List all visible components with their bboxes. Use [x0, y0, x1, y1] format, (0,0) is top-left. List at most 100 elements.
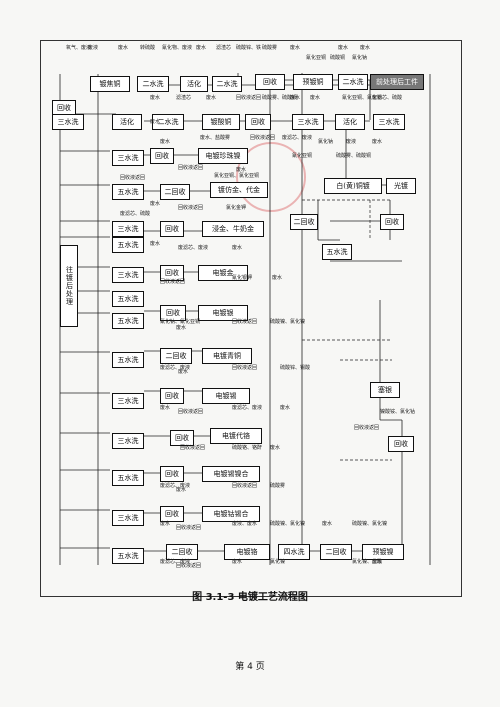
flow-note: 滤渣芯 [216, 45, 232, 51]
flow-note: 废滤芯、废液 [160, 559, 191, 565]
flow-note: 硫酸镍、氯化镍 [270, 319, 306, 325]
flow-note: 回收液返回 [160, 279, 186, 285]
process-box-r3: 回收 [245, 114, 271, 130]
process-box-s3a: 三水洗 [52, 114, 84, 130]
flow-note: 废水 [310, 95, 321, 101]
flow-note: 硫酸锌、锡酸 [280, 365, 311, 371]
flow-note: 回收液返回 [180, 445, 206, 451]
flow-note: 废水 [118, 45, 129, 51]
process-box-pcu: 预镀铜 [293, 74, 333, 90]
process-box-epcr: 电镀代铬 [210, 428, 262, 444]
process-box-s5a: 五水洗 [112, 184, 144, 200]
flow-note: 回收液返回 [176, 563, 202, 569]
flow-note: 废滤芯、废液 [160, 483, 191, 489]
flow-note: 回收液返回 [232, 319, 258, 325]
flow-note: 废水 [236, 167, 247, 173]
flow-note: 废滤芯、废液 [232, 405, 263, 411]
process-box-post: 往镀后处理 [60, 245, 78, 327]
process-box-preni: 预镀镍 [362, 544, 404, 560]
flow-note: 氰化物、废液 [162, 45, 193, 51]
process-box-s5f: 五水洗 [112, 352, 144, 368]
process-box-s5h: 五水洗 [112, 548, 144, 564]
flow-note: 废液 [88, 45, 99, 51]
process-box-s5g: 五水洗 [112, 470, 144, 486]
flow-note: 回收液返回 [354, 425, 380, 431]
flow-note: 硫酸铬、铬酐 [232, 445, 263, 451]
flow-note: 硫酸雾 [270, 483, 286, 489]
flow-note: 废水 [232, 559, 243, 565]
flow-note: 转硫酸 [140, 45, 156, 51]
process-box-r6: 回收 [160, 221, 184, 237]
flow-note: 硫酸镍、氯化镍 [352, 521, 388, 527]
process-box-r12: 回收 [160, 388, 184, 404]
flow-note: 氰化钠 [352, 55, 368, 61]
process-box-r9: 回收 [160, 265, 184, 281]
process-box-s3i: 三水洗 [112, 510, 144, 526]
flow-note: 回收液返回 [176, 525, 202, 531]
page-number: 第 4 页 [235, 662, 265, 672]
process-box-r1: 回收 [255, 74, 285, 90]
flow-note: 回收液返回 [178, 205, 204, 211]
flow-note: 废滤芯、硫酸 [120, 211, 151, 217]
diagram-frame [40, 40, 462, 597]
flow-note: 回收液返回 [178, 165, 204, 171]
flow-note: 废水 [372, 559, 383, 565]
process-box-r18: 二回收 [320, 544, 352, 560]
flow-note: 氯化镍 [270, 559, 286, 565]
process-box-s3f: 三水洗 [112, 267, 144, 283]
flow-note: 氰化银钾 [232, 275, 253, 281]
process-box-ep1: 电镀珍珠镍 [198, 148, 248, 164]
flow-note: 氰化亚铜 [306, 55, 327, 61]
process-box-r4: 回收 [150, 148, 174, 164]
process-box-wcu: 白(黄)铜镀 [324, 178, 382, 194]
flow-note: 氧气、废液 [66, 45, 92, 51]
process-box-epau: 电镀金 [198, 265, 248, 281]
flow-note: 氰化亚铜 [292, 153, 313, 159]
process-box-s3c: 三水洗 [373, 114, 405, 130]
flow-note: 回收液返回 [236, 95, 262, 101]
flow-note: 废水 [372, 139, 383, 145]
process-box-epag: 电镀银 [198, 305, 248, 321]
flow-note: 氯化钠 [318, 139, 334, 145]
flow-note: 回收液返回 [250, 135, 276, 141]
flow-note: 硫酸镍、氯化镍 [270, 521, 306, 527]
process-box-act3: 活化 [335, 114, 365, 130]
flow-note: 废水 [176, 487, 187, 493]
flow-note: 废滤芯、废液 [178, 245, 209, 251]
process-box-s2a: 二水洗 [338, 74, 368, 90]
flow-note: 废滤芯、硫酸 [372, 95, 403, 101]
flow-note: 废水 [232, 245, 243, 251]
process-box-s5b: 五水洗 [322, 244, 352, 260]
process-box-s5d: 五水洗 [112, 291, 144, 307]
process-box-cus: 镀酸铜 [202, 114, 240, 130]
process-box-epcosn: 电镀钴锡合 [202, 506, 260, 522]
flow-note: 回收液返回 [232, 365, 258, 371]
flow-note: 硫酸雾、硫酸铜 [262, 95, 298, 101]
flow-note: 硫酸锌、铁 [236, 45, 262, 51]
process-box-s2d: 二水洗 [152, 114, 184, 130]
flow-note: 滤渣芯 [176, 95, 192, 101]
flow-note: 废滤芯、废液 [282, 135, 313, 141]
flow-note: 氯化亚铜、氯化亚铜 [214, 173, 260, 179]
flow-note: 废水 [160, 139, 171, 145]
flow-note: 氰化钠、氰化亚铜 [160, 319, 201, 325]
process-box-epsnni: 电镀锡镍合 [202, 466, 260, 482]
flow-note: 废水 [150, 95, 161, 101]
process-box-r14: 回收 [388, 436, 414, 452]
process-box-r11: 二回收 [160, 348, 192, 364]
flow-note: 氰化亚铜、氰化物 [342, 95, 383, 101]
process-box-bright: 光镀 [386, 178, 416, 194]
process-box-gun: 镀仿金、代金 [210, 182, 268, 198]
process-box-s5e: 五水洗 [112, 313, 144, 329]
process-box-r5: 二回收 [160, 184, 190, 200]
process-box-s4a: 四水洗 [278, 544, 310, 560]
flow-note: 废滤芯、废液 [160, 365, 191, 371]
flow-note: 氯化金钾 [226, 205, 247, 211]
flow-note: 废水 [150, 119, 161, 125]
flow-note: 废液 [346, 139, 357, 145]
process-box-s3g: 三水洗 [112, 393, 144, 409]
process-box-s3d: 三水洗 [112, 150, 144, 166]
flow-note: 镍酸铵、氯化钴 [380, 409, 416, 415]
process-box-epsn: 电镀锡 [202, 388, 250, 404]
process-box-s3e: 三水洗 [112, 221, 144, 237]
